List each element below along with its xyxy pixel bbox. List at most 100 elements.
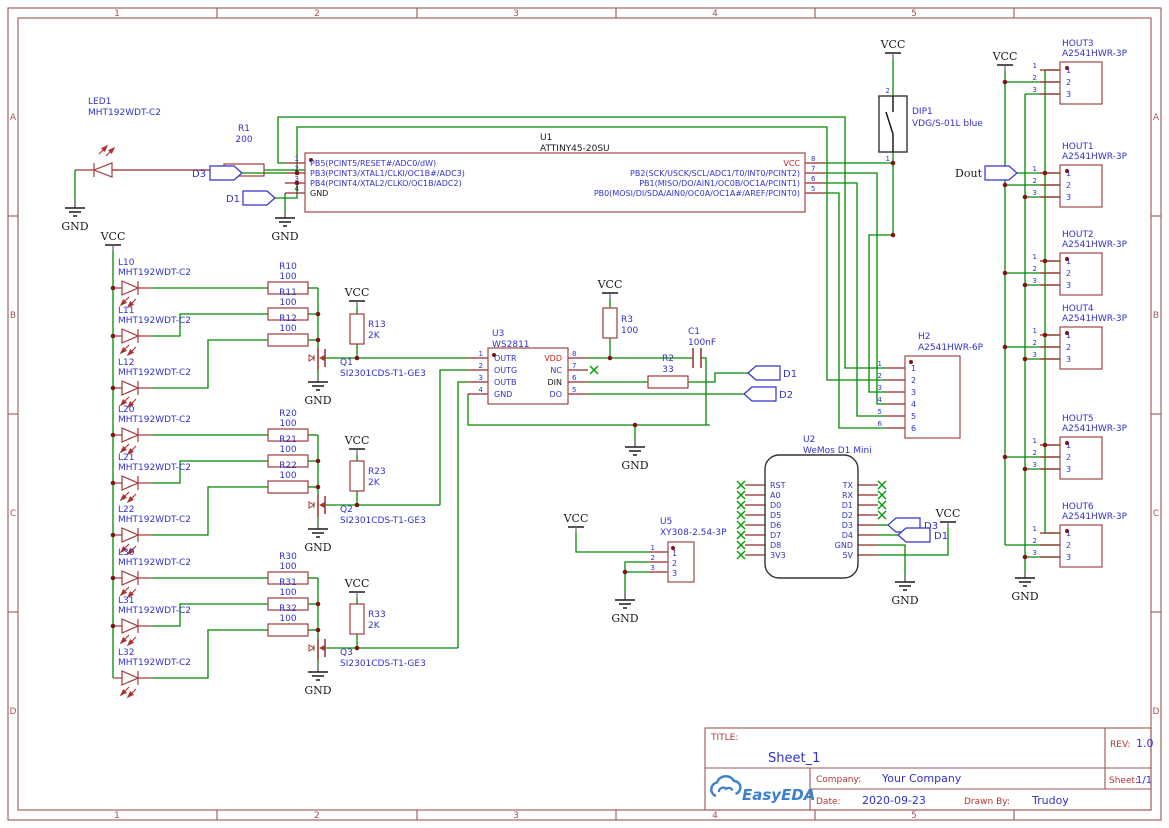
netflag-d1-label: D1 xyxy=(934,531,948,542)
netflag-d2-u3[interactable]: D2 xyxy=(743,386,793,402)
u1-ref: U1 xyxy=(540,133,552,143)
u2-d4: D4 xyxy=(842,531,853,540)
netflag-dout[interactable]: Dout xyxy=(955,165,1018,181)
l31-ref: L31 xyxy=(118,596,134,606)
u3-pin8-num: 8 xyxy=(572,350,576,358)
u1-pin6-num: 6 xyxy=(811,175,816,183)
c1-capacitor[interactable]: C1 100nF xyxy=(688,327,716,368)
zone-row-d-right: D xyxy=(1153,707,1160,717)
zone-col-5-bottom: 5 xyxy=(911,811,917,821)
u2-d7: D7 xyxy=(770,531,781,540)
u1-pin7-name: PB2(SCK/USCK/SCL/ADC1/T0/INT0/PCINT2) xyxy=(630,169,800,178)
hout3-p1n: 1 xyxy=(1033,62,1037,70)
led1-indicator[interactable]: LED1 MHT192WDT-C2 xyxy=(75,97,161,178)
netflag-d1-u2[interactable]: D1 xyxy=(897,527,948,543)
r33-ref: R33 xyxy=(368,610,386,620)
hout1-p2n: 2 xyxy=(1033,177,1037,185)
r3-value: 100 xyxy=(621,326,638,336)
r2-resistor[interactable]: R2 33 xyxy=(647,354,689,389)
r1-resistor[interactable]: R1 200 xyxy=(223,124,265,177)
dip1-pin1-num: 1 xyxy=(886,155,890,163)
led1-symbol xyxy=(75,144,118,178)
hout5-p1: 1 xyxy=(1066,441,1071,450)
u2-wemos-d1-mini[interactable]: U2 WeMos D1 Mini RST A0 D0 D5 D6 D7 D8 3… xyxy=(736,435,887,579)
hout5-p3n: 3 xyxy=(1033,461,1037,469)
hout1-p1: 1 xyxy=(1066,169,1071,178)
netflag-d3-label: D3 xyxy=(924,521,938,532)
u3-ws2811[interactable]: U3 WS2811 1 2 3 4 OUTR OUTG OUTB GND 8 7… xyxy=(479,329,599,405)
u3-pin2-num: 2 xyxy=(479,362,483,370)
r10-ref: R10 xyxy=(279,262,297,272)
u2-d0: D0 xyxy=(770,501,781,510)
zone-col-2-top: 2 xyxy=(314,9,320,19)
u2-5v: 5V xyxy=(842,551,853,560)
u1-attiny45[interactable]: U1 ATTINY45-20SU 1 2 3 4 PB5(PCINT5/RESE… xyxy=(295,133,816,213)
hout6-p2: 2 xyxy=(1066,541,1071,550)
u3-pin7-num: 7 xyxy=(572,362,576,370)
r23-ref: R23 xyxy=(368,467,386,477)
zone-row-b-left: B xyxy=(10,311,16,321)
hout5-connector[interactable]: HOUT5 A2541HWR-3P 1 2 3 1 2 3 xyxy=(1033,414,1128,480)
date-value[interactable]: 2020-09-23 xyxy=(862,794,926,807)
r2-value: 33 xyxy=(662,365,673,375)
netflag-d1-u1[interactable]: D1 xyxy=(226,190,276,206)
sheet-title[interactable]: Sheet_1 xyxy=(768,751,820,766)
netflag-d3-u2[interactable]: D3 xyxy=(887,517,938,533)
hout2-p3n: 3 xyxy=(1033,277,1037,285)
r20-ref: R20 xyxy=(279,409,297,419)
u3-pin1-num: 1 xyxy=(479,350,483,358)
drawn-by-value[interactable]: Trudoy xyxy=(1031,794,1069,807)
vcc-label: VCC xyxy=(100,230,126,243)
r3-resistor[interactable]: R3 100 xyxy=(602,307,638,339)
netflag-dout-label: Dout xyxy=(955,167,983,180)
hout1-connector[interactable]: HOUT1 A2541HWR-3P 1 2 3 1 2 3 xyxy=(1033,142,1128,208)
netflag-d1-label: D1 xyxy=(783,369,797,380)
dip1-switch[interactable]: 2 1 DIP1 VDG/S-01L blue xyxy=(878,87,983,163)
u1-pin5-name: PB0(MOSI/DI/SDA/AIN0/OC0A/OC1A#/AREF/PCI… xyxy=(594,189,800,198)
zone-col-4-top: 4 xyxy=(712,9,718,19)
pin-stubs xyxy=(285,69,1060,573)
rev-value[interactable]: 1.0 xyxy=(1136,737,1154,750)
gnd-label: GND xyxy=(304,541,331,554)
netflag-d1-u3[interactable]: D1 xyxy=(747,365,797,381)
hout3-connector[interactable]: HOUT3 A2541HWR-3P 1 2 3 1 2 3 xyxy=(1033,39,1128,105)
hout4-connector[interactable]: HOUT4 A2541HWR-3P 1 2 3 1 2 3 xyxy=(1033,304,1128,370)
zone-row-d-left: D xyxy=(10,707,17,717)
l21-value: MHT192WDT-C2 xyxy=(118,463,191,473)
r32-ref: R32 xyxy=(279,604,297,614)
u5-ref: U5 xyxy=(660,517,672,527)
u5-header[interactable]: U5 XY308-2.54-3P 1 2 3 1 2 3 xyxy=(651,517,728,583)
hout6-connector[interactable]: HOUT6 A2541HWR-3P 1 2 3 1 2 3 xyxy=(1033,502,1128,568)
h2-pin3-num: 3 xyxy=(878,384,882,392)
company-value[interactable]: Your Company xyxy=(881,772,962,785)
r22-ref: R22 xyxy=(279,461,297,471)
netflag-d3-u1[interactable]: D3 xyxy=(192,165,243,181)
l10-value: MHT192WDT-C2 xyxy=(118,268,191,278)
r33-value: 2K xyxy=(368,621,381,631)
hout6-p1: 1 xyxy=(1066,529,1071,538)
h2-header[interactable]: H2 A2541HWR-6P 1 2 3 4 5 6 1 2 3 4 5 6 xyxy=(878,332,984,439)
hout5-value: A2541HWR-3P xyxy=(1062,424,1128,434)
hout1-p2: 2 xyxy=(1066,181,1071,190)
u2-tx: TX xyxy=(842,481,854,490)
h2-pin6-name: 6 xyxy=(911,424,916,433)
u5-pin1-name: 1 xyxy=(672,549,677,558)
no-connect-icon xyxy=(589,365,599,375)
u5-pin3-name: 3 xyxy=(672,569,677,578)
q3-value: SI2301CDS-T1-GE3 xyxy=(340,659,426,669)
u3-outr: OUTR xyxy=(494,354,517,363)
u1-pin2-name: PB3(PCINT3/XTAL1/CLKI/OC1B#/ADC3) xyxy=(310,169,465,178)
vcc-label: VCC xyxy=(597,278,623,291)
hout2-connector[interactable]: HOUT2 A2541HWR-3P 1 2 3 1 2 3 xyxy=(1033,230,1128,296)
hout6-p3: 3 xyxy=(1066,553,1071,562)
hout3-value: A2541HWR-3P xyxy=(1062,49,1128,59)
r21-value: 100 xyxy=(279,445,296,455)
r31-ref: R31 xyxy=(279,578,297,588)
h2-pin5-name: 5 xyxy=(911,412,916,421)
sheet-value[interactable]: 1/1 xyxy=(1136,775,1152,786)
hout4-p3n: 3 xyxy=(1033,351,1037,359)
